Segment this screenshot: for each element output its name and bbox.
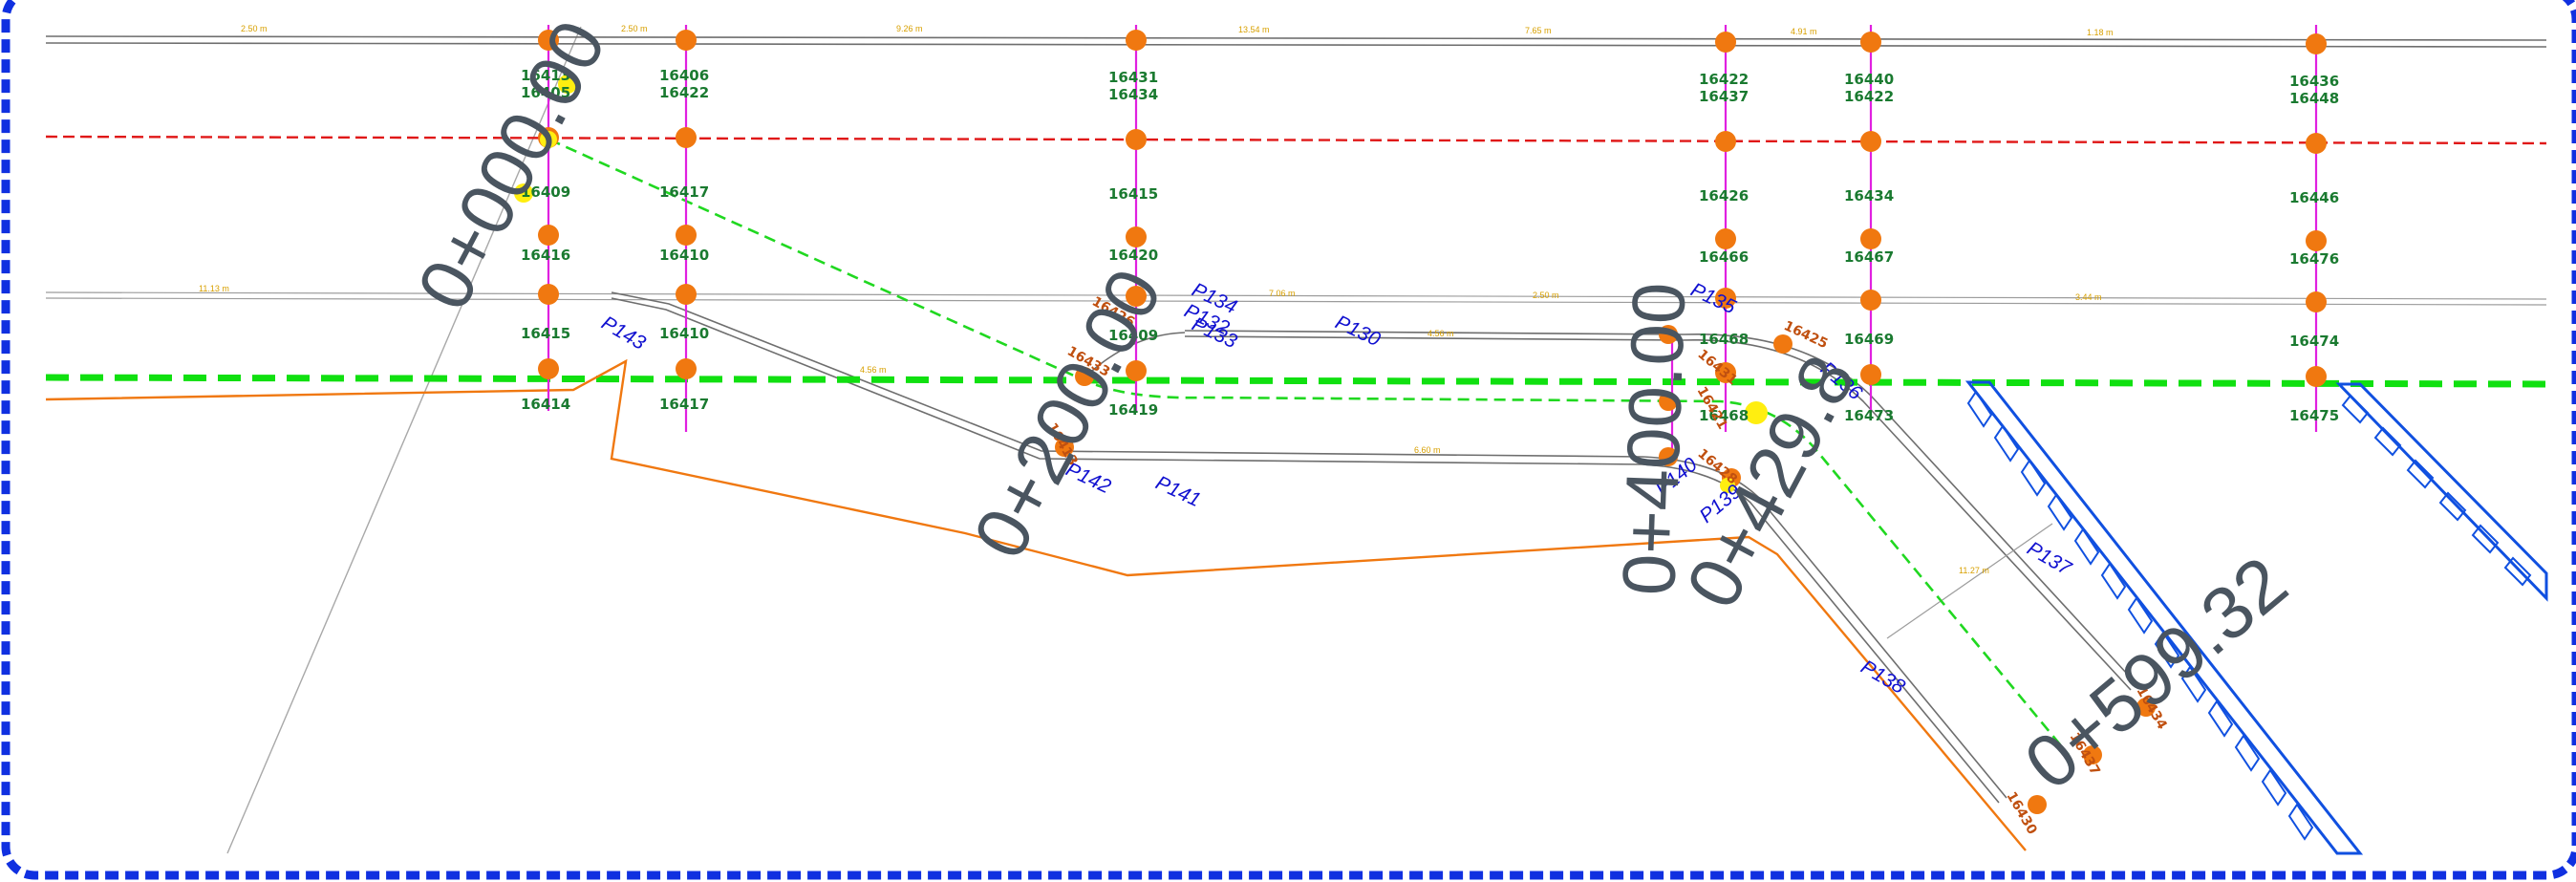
- pole-lines: [547, 25, 2318, 459]
- measure-label: 4.56 m: [1428, 329, 1454, 338]
- pole-label: 16466: [1699, 248, 1749, 266]
- measure-label: 13.54 m: [1238, 25, 1270, 34]
- pole-label: 16409: [521, 183, 570, 201]
- orange-parcel-boundary: [45, 358, 2027, 851]
- measure-label: 4.56 m: [860, 365, 887, 375]
- pole-label: 16422: [1844, 88, 1894, 105]
- green-boundary-line: [45, 374, 2547, 388]
- pole-label: 16415: [521, 325, 570, 342]
- measure-label: 7.65 m: [1525, 26, 1552, 35]
- measure-label: 11.27 m: [1959, 566, 1989, 575]
- pole-label: 16416: [521, 247, 570, 264]
- pole-label: 16467: [1844, 248, 1894, 266]
- pole-label: 16417: [659, 396, 709, 413]
- measure-label: 2.50 m: [621, 24, 648, 33]
- pole-label: 16436: [2289, 73, 2339, 90]
- blue-hatched-zone-1: [1964, 380, 2364, 855]
- station-label: 0+000.00: [400, 7, 621, 322]
- red-dashed-boundary: [45, 135, 2547, 145]
- pole-label: 16415: [1108, 185, 1158, 203]
- pole-label: 16405: [521, 84, 570, 101]
- pole-label: 16434: [1108, 86, 1158, 103]
- pole-label: 16473: [1844, 407, 1894, 424]
- pole-label: 16422: [1699, 71, 1749, 88]
- measure-label: 6.60 m: [1414, 445, 1441, 455]
- pole-label: 16406: [659, 67, 709, 84]
- pole-label: 16446: [2289, 189, 2339, 206]
- pole-label: 16437: [1699, 88, 1749, 105]
- station-label: 0+599.32: [2008, 540, 2302, 806]
- pole-label: 16410: [659, 325, 709, 342]
- section-label: P141: [1152, 472, 1204, 512]
- pole-label: 16440: [1844, 71, 1894, 88]
- section-label: P130: [1332, 312, 1384, 352]
- pole-nodes: [514, 30, 2327, 814]
- measure-label: 2.50 m: [1533, 290, 1559, 300]
- pole-id-labels: 16413 16405 16406 16422 16431 16434 1640…: [521, 67, 2339, 424]
- pole-label: 16474: [2289, 333, 2339, 350]
- pole-label: 16431: [1108, 69, 1158, 86]
- measure-label: 4.91 m: [1791, 27, 1817, 36]
- pole-label: 16420: [1108, 247, 1158, 264]
- measure-label: 1.18 m: [2087, 28, 2114, 37]
- measure-label: 3.44 m: [2075, 292, 2102, 302]
- pole-label: 16417: [659, 183, 709, 201]
- pole-label: 16419: [1108, 401, 1158, 419]
- pole-label: 16448: [2289, 90, 2339, 107]
- measure-label: 7.06 m: [1269, 289, 1296, 298]
- middle-road: [45, 291, 2547, 306]
- pole-label: 16476: [2289, 250, 2339, 268]
- pole-label: 16422: [659, 84, 709, 101]
- pole-label: 16475: [2289, 407, 2339, 424]
- pole-label: 16426: [1699, 187, 1749, 204]
- measure-label: 11.13 m: [199, 284, 229, 293]
- top-road: [45, 35, 2547, 48]
- green-alignment: [548, 138, 2071, 756]
- pole-label: 16469: [1844, 331, 1894, 348]
- pole-label: 16434: [1844, 187, 1894, 204]
- pole-label: 16414: [521, 396, 570, 413]
- pole-label: 16413: [521, 67, 570, 84]
- main-alignment-road: [611, 291, 2139, 804]
- measure-label: 2.50 m: [241, 24, 268, 33]
- blue-hatched-zone-2: [2335, 382, 2548, 602]
- pole-label: 16468: [1699, 331, 1749, 348]
- section-label: P143: [598, 312, 650, 355]
- pole-label: 16410: [659, 247, 709, 264]
- measure-label: 9.26 m: [896, 24, 923, 33]
- station-label: 0+400.00: [1606, 281, 1701, 596]
- section-label: P137: [2024, 537, 2076, 580]
- pole-label: 16409: [1108, 327, 1158, 344]
- pole-label: 16468: [1699, 407, 1749, 424]
- diagonal-reference-line: [226, 26, 582, 854]
- measure-labels: 2.50 m 2.50 m 9.26 m 13.54 m 7.65 m 4.91…: [199, 24, 2114, 575]
